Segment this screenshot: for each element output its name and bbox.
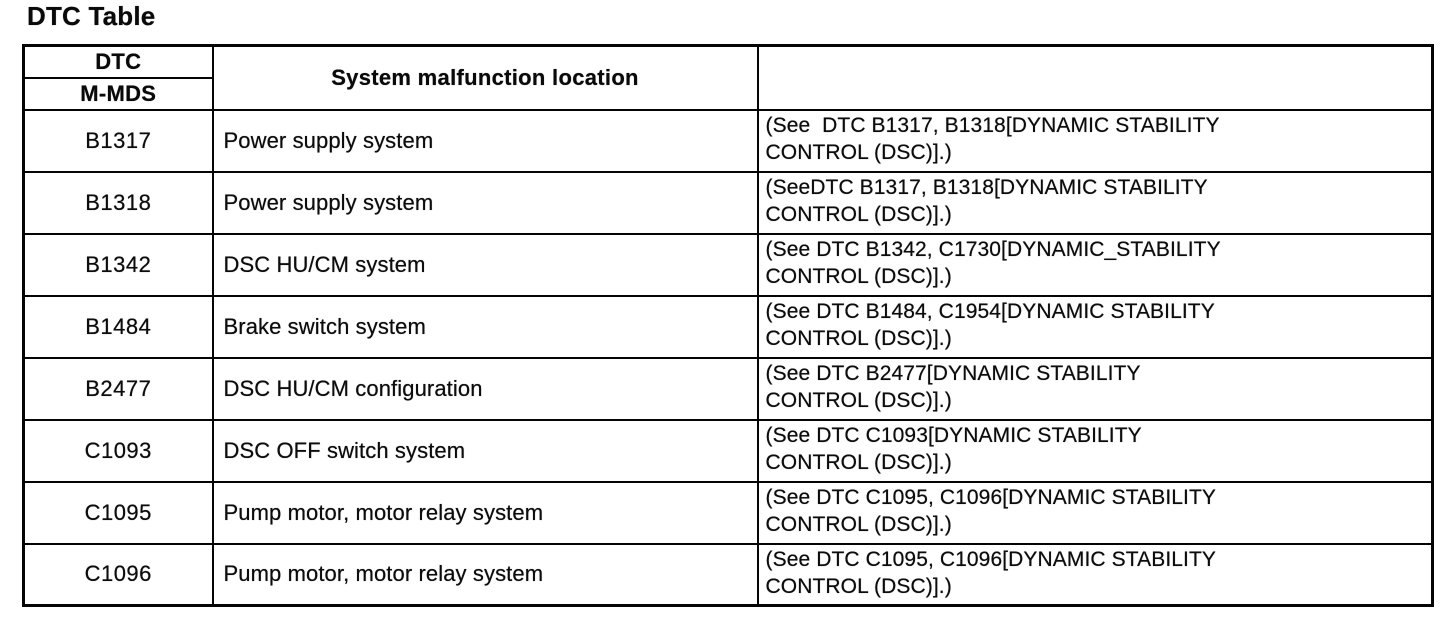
table-row: B2477 DSC HU/CM configuration (See DTC B… [22, 356, 1434, 421]
reference-note-line2: CONTROL (DSC)].) [765, 140, 952, 164]
reference-note-cell: (See DTC B2477[DYNAMIC STABILITY CONTROL… [756, 356, 1434, 421]
dtc-code-cell: B1484 [22, 294, 214, 359]
dtc-code-cell: B1317 [22, 108, 214, 173]
header-dtc: DTC [22, 44, 214, 79]
table-row: B1318 Power supply system (SeeDTC B1317,… [22, 170, 1434, 235]
reference-note-line1: (See DTC C1095, C1096[DYNAMIC STABILITY [765, 547, 1216, 571]
malfunction-location-cell: Brake switch system [211, 294, 759, 359]
dtc-table-body: B1317 Power supply system (See DTC B1317… [22, 108, 1434, 607]
table-row: B1317 Power supply system (See DTC B1317… [22, 108, 1434, 173]
dtc-code-cell: B1342 [22, 232, 214, 297]
reference-note-line1: (See DTC B2477[DYNAMIC STABILITY [765, 361, 1141, 385]
dtc-code-cell: C1096 [22, 542, 214, 607]
reference-note-cell: (See DTC C1095, C1096[DYNAMIC STABILITY … [756, 542, 1434, 607]
malfunction-location-cell: Power supply system [211, 108, 759, 173]
table-row: C1096 Pump motor, motor relay system (Se… [22, 542, 1434, 607]
malfunction-location-cell: DSC HU/CM configuration [211, 356, 759, 421]
reference-note-cell: (See DTC B1484, C1954[DYNAMIC STABILITY … [756, 294, 1434, 359]
reference-note-line1: (See DTC C1093[DYNAMIC STABILITY [765, 423, 1142, 447]
header-m-mds: M-MDS [22, 76, 214, 111]
page-title: DTC Table [27, 1, 156, 31]
header-system-malfunction-location: System malfunction location [211, 44, 759, 111]
reference-note-line1: (SeeDTC B1317, B1318[DYNAMIC STABILITY [765, 175, 1208, 199]
dtc-table: DTC System malfunction location M-MDS B1… [22, 44, 1434, 607]
table-row: B1484 Brake switch system (See DTC B1484… [22, 294, 1434, 359]
table-row: C1095 Pump motor, motor relay system (Se… [22, 480, 1434, 545]
reference-note-line2: CONTROL (DSC)].) [765, 264, 952, 288]
malfunction-location-cell: DSC HU/CM system [211, 232, 759, 297]
reference-note-cell: (SeeDTC B1317, B1318[DYNAMIC STABILITY C… [756, 170, 1434, 235]
dtc-table-header: DTC System malfunction location M-MDS [22, 44, 1434, 111]
dtc-code-cell: C1095 [22, 480, 214, 545]
table-row: B1342 DSC HU/CM system (See DTC B1342, C… [22, 232, 1434, 297]
reference-note-line2: CONTROL (DSC)].) [765, 450, 952, 474]
dtc-code-cell: B1318 [22, 170, 214, 235]
reference-note-line2: CONTROL (DSC)].) [765, 326, 952, 350]
reference-note-line2: CONTROL (DSC)].) [765, 574, 952, 598]
dtc-code-cell: C1093 [22, 418, 214, 483]
dtc-code-cell: B2477 [22, 356, 214, 421]
reference-note-line1: (See DTC B1484, C1954[DYNAMIC STABILITY [765, 299, 1215, 323]
reference-note-line1: (See DTC B1317, B1318[DYNAMIC STABILITY [765, 113, 1220, 137]
reference-note-cell: (See DTC C1093[DYNAMIC STABILITY CONTROL… [756, 418, 1434, 483]
reference-note-line2: CONTROL (DSC)].) [765, 512, 952, 536]
reference-note-cell: (See DTC C1095, C1096[DYNAMIC STABILITY … [756, 480, 1434, 545]
malfunction-location-cell: Power supply system [211, 170, 759, 235]
reference-note-cell: (See DTC B1317, B1318[DYNAMIC STABILITY … [756, 108, 1434, 173]
reference-note-line2: CONTROL (DSC)].) [765, 388, 952, 412]
table-row: C1093 DSC OFF switch system (See DTC C10… [22, 418, 1434, 483]
header-reference-blank [756, 44, 1434, 111]
reference-note-cell: (See DTC B1342, C1730[DYNAMIC_STABILITY … [756, 232, 1434, 297]
reference-note-line2: CONTROL (DSC)].) [765, 202, 952, 226]
malfunction-location-cell: DSC OFF switch system [211, 418, 759, 483]
malfunction-location-cell: Pump motor, motor relay system [211, 542, 759, 607]
malfunction-location-cell: Pump motor, motor relay system [211, 480, 759, 545]
reference-note-line1: (See DTC C1095, C1096[DYNAMIC STABILITY [765, 485, 1216, 509]
reference-note-line1: (See DTC B1342, C1730[DYNAMIC_STABILITY [765, 237, 1221, 261]
